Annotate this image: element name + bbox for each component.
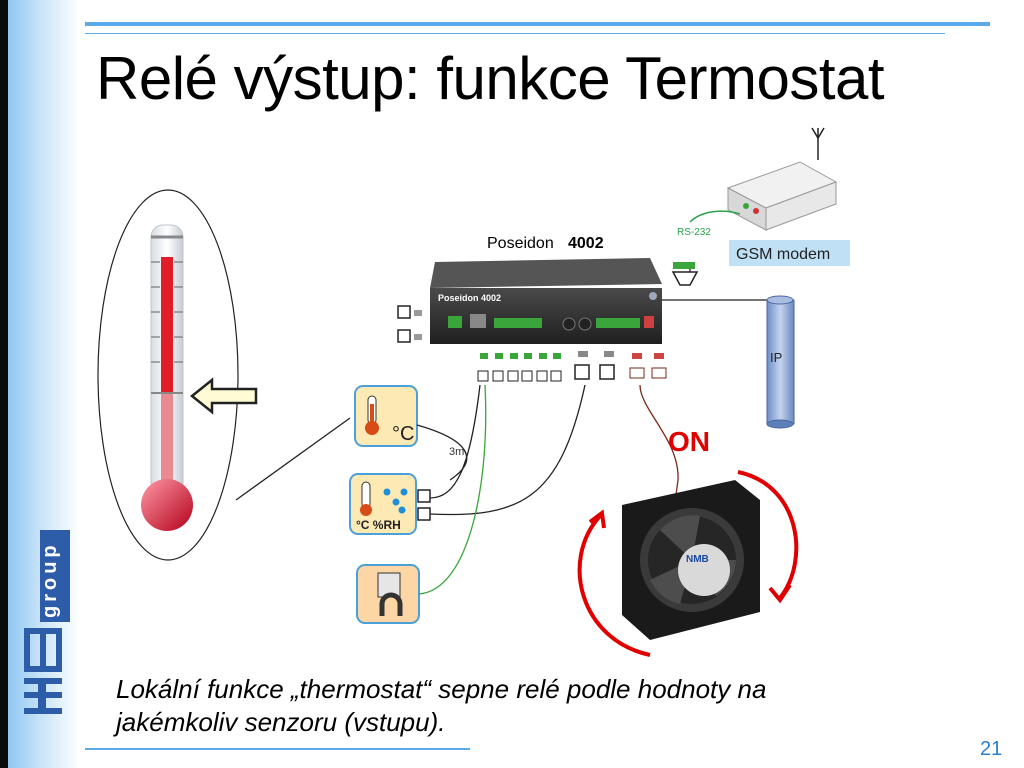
thermometer — [97, 189, 258, 561]
gsm-label: GSM modem — [736, 246, 830, 263]
door-sensor — [356, 564, 420, 624]
device-label-name: Poseidon — [487, 235, 554, 252]
rs232-label: RS-232 — [677, 227, 711, 238]
gsm-label-box — [729, 240, 850, 266]
top-rule — [85, 22, 990, 26]
bottom-rule — [85, 748, 470, 750]
gsm-modem: GSM modem RS-232 — [671, 127, 850, 286]
fan-state-label: ON — [668, 426, 710, 457]
slide-caption: Lokální funkce „thermostat“ sepne relé p… — [116, 673, 936, 739]
humidity-sensor-units: °C %RH — [356, 518, 401, 532]
wiring — [235, 264, 780, 595]
poseidon-device: Poseidon 4002 Poseidon 4002 — [397, 235, 667, 382]
temp-sensor-unit: °C — [392, 423, 414, 445]
ip-label: IP — [770, 350, 782, 365]
hw-mark — [24, 628, 62, 714]
relay-terminals — [629, 353, 667, 379]
dry-contact-icons — [397, 305, 422, 343]
logo-word: group — [39, 541, 61, 618]
input-terminals — [477, 353, 562, 382]
fan-brand: NMB — [686, 554, 709, 565]
hw-group-logo: group — [24, 530, 70, 714]
fan-rotation-arrow-right — [737, 470, 799, 600]
top-rule-thin — [85, 33, 945, 34]
device-top — [430, 258, 662, 288]
fan-hub-label — [678, 544, 730, 596]
thermometer-ellipse — [97, 189, 239, 561]
cable-length-label: 3m — [449, 446, 464, 458]
ip-network: IP — [766, 295, 795, 429]
fan-rotation-arrow-left — [577, 514, 651, 657]
thermometer-mercury-lower — [161, 392, 173, 502]
device-panel-name: Poseidon 4002 — [438, 293, 501, 303]
thermometer-bulb — [141, 479, 193, 531]
left-border-bar — [0, 0, 8, 768]
device-front — [430, 288, 662, 344]
humidity-sensor: °C %RH — [349, 473, 431, 535]
page-number: 21 — [980, 738, 1003, 760]
caption-line-2: jakémkoliv senzoru (vstupu). — [116, 707, 446, 737]
thermometer-link-line — [235, 417, 351, 501]
fan: ON NMB — [577, 426, 799, 657]
caption-line-1: Lokální funkce „thermostat“ sepne relé p… — [116, 674, 767, 704]
sensor-ports — [574, 351, 615, 380]
slide-title: Relé výstup: funkce Termostat — [96, 45, 885, 112]
thermometer-scale — [151, 235, 183, 394]
device-label-model: 4002 — [568, 235, 604, 252]
temp-sensor: °C — [354, 385, 418, 447]
rs232-connector-icon — [671, 271, 699, 286]
thermometer-pointer-arrow — [189, 377, 258, 415]
logo-accent-bar — [40, 530, 70, 622]
